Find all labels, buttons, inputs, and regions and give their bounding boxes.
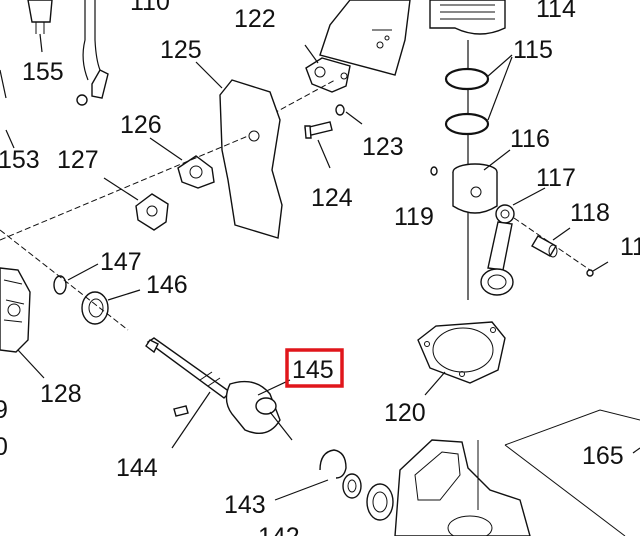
label-127: 127 <box>57 146 99 174</box>
spacer-127 <box>0 135 249 241</box>
label-143: 143 <box>224 491 266 519</box>
label-144: 144 <box>116 454 158 482</box>
needle-bearing <box>531 227 609 277</box>
bolt-124 <box>304 121 333 169</box>
woodruff-key <box>171 391 211 449</box>
base-gasket <box>417 321 506 396</box>
crankshaft <box>145 337 293 441</box>
label-119: 119 <box>394 203 434 231</box>
label-118: 118 <box>570 199 610 227</box>
connecting-rod <box>480 187 591 296</box>
label-146: 146 <box>146 271 188 299</box>
insulator-122 <box>304 44 351 93</box>
piston-rings <box>444 54 513 136</box>
label-116: 116 <box>510 125 550 153</box>
label-153: 153 <box>0 146 40 174</box>
label-128: 128 <box>40 380 82 408</box>
label-142: 142 <box>258 523 300 536</box>
label-120: 120 <box>384 399 426 427</box>
shroud-125 <box>195 61 283 239</box>
cylinder-plate <box>319 0 411 76</box>
label-124: 124 <box>311 184 353 212</box>
piston <box>452 149 511 214</box>
label-11x: 11 <box>620 233 640 261</box>
label-left-9: 9 <box>0 396 8 424</box>
label-114: 114 <box>536 0 576 23</box>
label-122: 122 <box>234 5 276 33</box>
bearing-146 <box>0 229 141 331</box>
switch-wires <box>0 0 109 149</box>
label-155: 155 <box>22 58 64 86</box>
label-145: 145 <box>292 356 334 384</box>
label-123: 123 <box>362 133 404 161</box>
label-115: 115 <box>513 36 553 64</box>
piston-pin-clip <box>430 166 438 176</box>
label-left-0: 0 <box>0 433 8 461</box>
snap-ring-147 <box>53 263 99 295</box>
cover-outline <box>504 409 640 536</box>
oil-seal-142 <box>342 473 362 499</box>
label-165: 165 <box>582 442 624 470</box>
bearing-141 <box>366 483 394 521</box>
highlight-box-145 <box>285 348 344 388</box>
gasket-126 <box>149 137 215 189</box>
label-147: 147 <box>100 248 142 276</box>
snap-ring-143 <box>274 449 347 501</box>
label-126: 126 <box>120 111 162 139</box>
label-110: 110 <box>130 0 170 16</box>
carburetor <box>0 267 45 379</box>
label-125: 125 <box>160 36 202 64</box>
label-117: 117 <box>536 164 576 192</box>
crankcase <box>394 439 531 536</box>
